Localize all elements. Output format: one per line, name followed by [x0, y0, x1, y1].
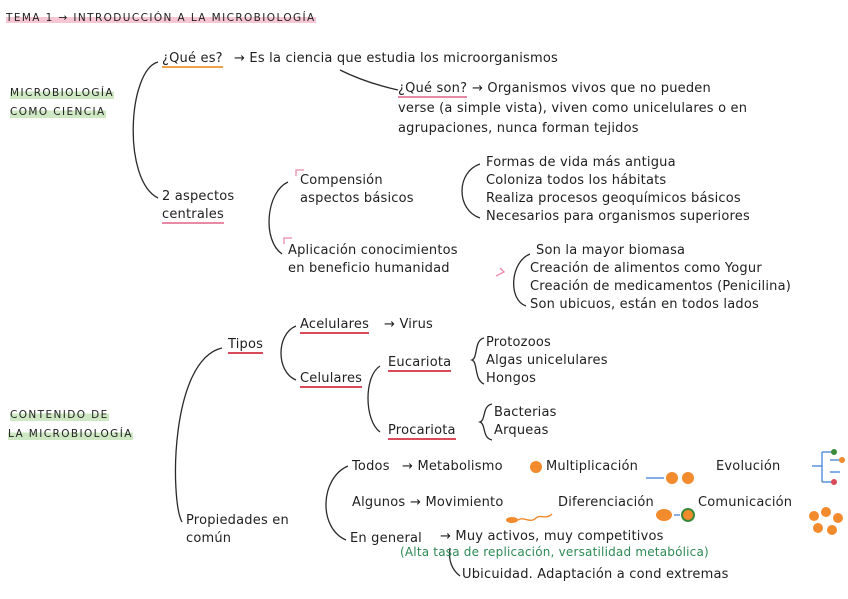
evolucion-icon	[812, 449, 845, 485]
virus-text: Virus	[399, 317, 434, 332]
diferenciacion-icon	[656, 508, 695, 522]
general-line3: Ubicuidad. Adaptación a cond extremas	[462, 567, 729, 582]
brace-propiedades	[325, 465, 349, 541]
aspectos-line2: centrales	[162, 207, 224, 225]
brace-tipos	[280, 325, 297, 381]
comprension-item: Formas de vida más antigua	[486, 155, 676, 170]
que-son-line3: agrupaciones, nunca forman tejidos	[398, 121, 639, 136]
brace-comprension	[461, 163, 481, 219]
aplicacion-line2: en beneficio humanidad	[288, 261, 450, 276]
algunos-prop-diferenciacion: Diferenciación	[558, 495, 654, 510]
comprension-line2: aspectos básicos	[300, 191, 414, 206]
procariota-label: Procariota	[388, 423, 456, 441]
connector-que-son	[339, 69, 399, 91]
algunos-prop-comunicacion: Comunicación	[698, 495, 793, 510]
aspectos-line1: 2 aspectos	[162, 189, 235, 204]
section-label-contenido-line2: LA MICROBIOLOGÍA	[8, 428, 133, 441]
comunicacion-icon	[809, 507, 843, 535]
comprension-item: Necesarios para organismos superiores	[486, 209, 750, 224]
eucariota-label: Eucariota	[388, 355, 452, 373]
propiedades-line1: Propiedades en	[186, 513, 289, 528]
page-title: TEMA 1 → INTRODUCCIÓN A LA MICROBIOLOGÍA	[6, 12, 316, 25]
brace-aplicacion	[513, 253, 531, 307]
algunos-prop-movimiento: → Movimiento	[410, 495, 504, 510]
eucariota-item: Algas unicelulares	[486, 353, 608, 368]
celulares-label: Celulares	[300, 371, 363, 389]
aplicacion-line1: Aplicación conocimientos	[288, 243, 458, 258]
comprension-line1: Compensión	[300, 173, 383, 188]
aplicacion-item: Creación de alimentos como Yogur	[530, 261, 762, 276]
metabolismo-text: Metabolismo	[417, 459, 503, 474]
procariota-item: Bacterias	[494, 405, 557, 420]
procariota-item: Arqueas	[494, 423, 549, 438]
que-son-answer: → Organismos vivos que no pueden	[472, 81, 711, 96]
brace-contenido	[174, 347, 223, 523]
todos-prop-multiplicacion: Multiplicación	[546, 459, 639, 474]
brace-procariota	[477, 403, 493, 441]
multiplicacion-icon	[530, 461, 694, 484]
comprension-item: Realiza procesos geoquímicos básicos	[486, 191, 741, 206]
brace-celulares	[367, 365, 381, 433]
aplicacion-item: Creación de medicamentos (Penicilina)	[530, 279, 792, 294]
brace-microbiologia	[132, 61, 159, 199]
brace-eucariota	[469, 337, 485, 385]
virus-label: → Virus	[384, 317, 434, 332]
todos-label: Todos	[352, 459, 390, 474]
movimiento-icon	[506, 513, 553, 523]
propiedades-line2: común	[186, 531, 232, 546]
que-son-heading: ¿Qué son?	[398, 81, 468, 99]
general-label: En general	[350, 531, 422, 546]
que-son-line2: verse (a simple vista), viven como unice…	[398, 101, 748, 116]
general-line1: → Muy activos, muy competitivos	[440, 529, 664, 544]
section-label-contenido-line1: CONTENIDO DE	[10, 409, 109, 422]
general-line2: (Alta tasa de replicación, versatilidad …	[400, 545, 709, 559]
connector-general	[448, 547, 461, 577]
section-label-microbiologia-line1: MICROBIOLOGÍA	[10, 87, 114, 100]
eucariota-item: Protozoos	[486, 335, 551, 350]
que-es-heading: ¿Qué es?	[162, 51, 223, 69]
eucariota-item: Hongos	[486, 371, 537, 386]
acelulares-label: Acelulares	[300, 317, 370, 335]
todos-prop-metabolismo: → Metabolismo	[402, 459, 503, 474]
aplicacion-item: Son ubicuos, están en todos lados	[530, 297, 759, 312]
movimiento-text: Movimiento	[425, 495, 504, 510]
section-label-microbiologia-line2: COMO CIENCIA	[10, 106, 106, 119]
comprension-item: Coloniza todos los hábitats	[486, 173, 667, 188]
brace-aspectos	[268, 181, 289, 255]
aplicacion-item: Son la mayor biomasa	[536, 243, 686, 258]
tipos-heading: Tipos	[228, 337, 264, 355]
todos-prop-evolucion: Evolución	[716, 459, 781, 474]
que-es-answer: → Es la ciencia que estudia los microorg…	[234, 51, 559, 66]
algunos-label: Algunos	[352, 495, 406, 510]
